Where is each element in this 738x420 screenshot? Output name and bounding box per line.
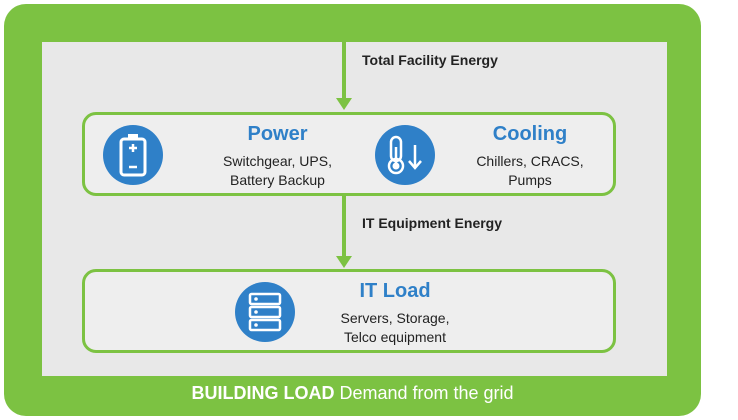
total-facility-energy-label: Total Facility Energy — [362, 52, 498, 68]
power-title: Power — [247, 123, 308, 145]
power-description-line1: Switchgear, UPS, — [223, 153, 332, 169]
diagram-panel: Total Facility Energy Power Switchgear, … — [42, 42, 667, 376]
it-equipment-energy-label: IT Equipment Energy — [362, 215, 503, 231]
power-cooling-box: Power Switchgear, UPS, Battery Backup Co… — [82, 112, 616, 196]
cooling-description-line1: Chillers, CRACS, — [476, 153, 584, 169]
power-description-line2: Battery Backup — [230, 172, 325, 188]
it-load-icon-circle — [235, 282, 295, 342]
it-load-description-line1: Servers, Storage, — [340, 310, 450, 326]
cooling-description-line2: Pumps — [508, 172, 552, 188]
total-facility-energy-arrow — [336, 42, 352, 110]
thermometer-icon — [387, 135, 422, 175]
building-load-caption: BUILDING LOAD Demand from the grid — [4, 383, 701, 404]
arrow-head — [336, 256, 352, 268]
building-load-frame: Total Facility Energy Power Switchgear, … — [4, 4, 701, 416]
it-load-title: IT Load — [359, 280, 431, 302]
cooling-title: Cooling — [492, 123, 568, 145]
it-equipment-energy-arrow — [336, 196, 352, 268]
server-icon — [248, 292, 282, 332]
it-load-description-line2: Telco equipment — [344, 329, 446, 345]
arrow-head — [336, 98, 352, 110]
cooling-icon-circle — [375, 125, 435, 185]
building-load-label: BUILDING LOAD — [191, 383, 335, 403]
power-icon-circle — [103, 125, 163, 185]
battery-icon — [119, 134, 147, 177]
building-load-description: Demand from the grid — [339, 383, 514, 403]
it-load-box: IT Load Servers, Storage, Telco equipmen… — [82, 269, 616, 353]
